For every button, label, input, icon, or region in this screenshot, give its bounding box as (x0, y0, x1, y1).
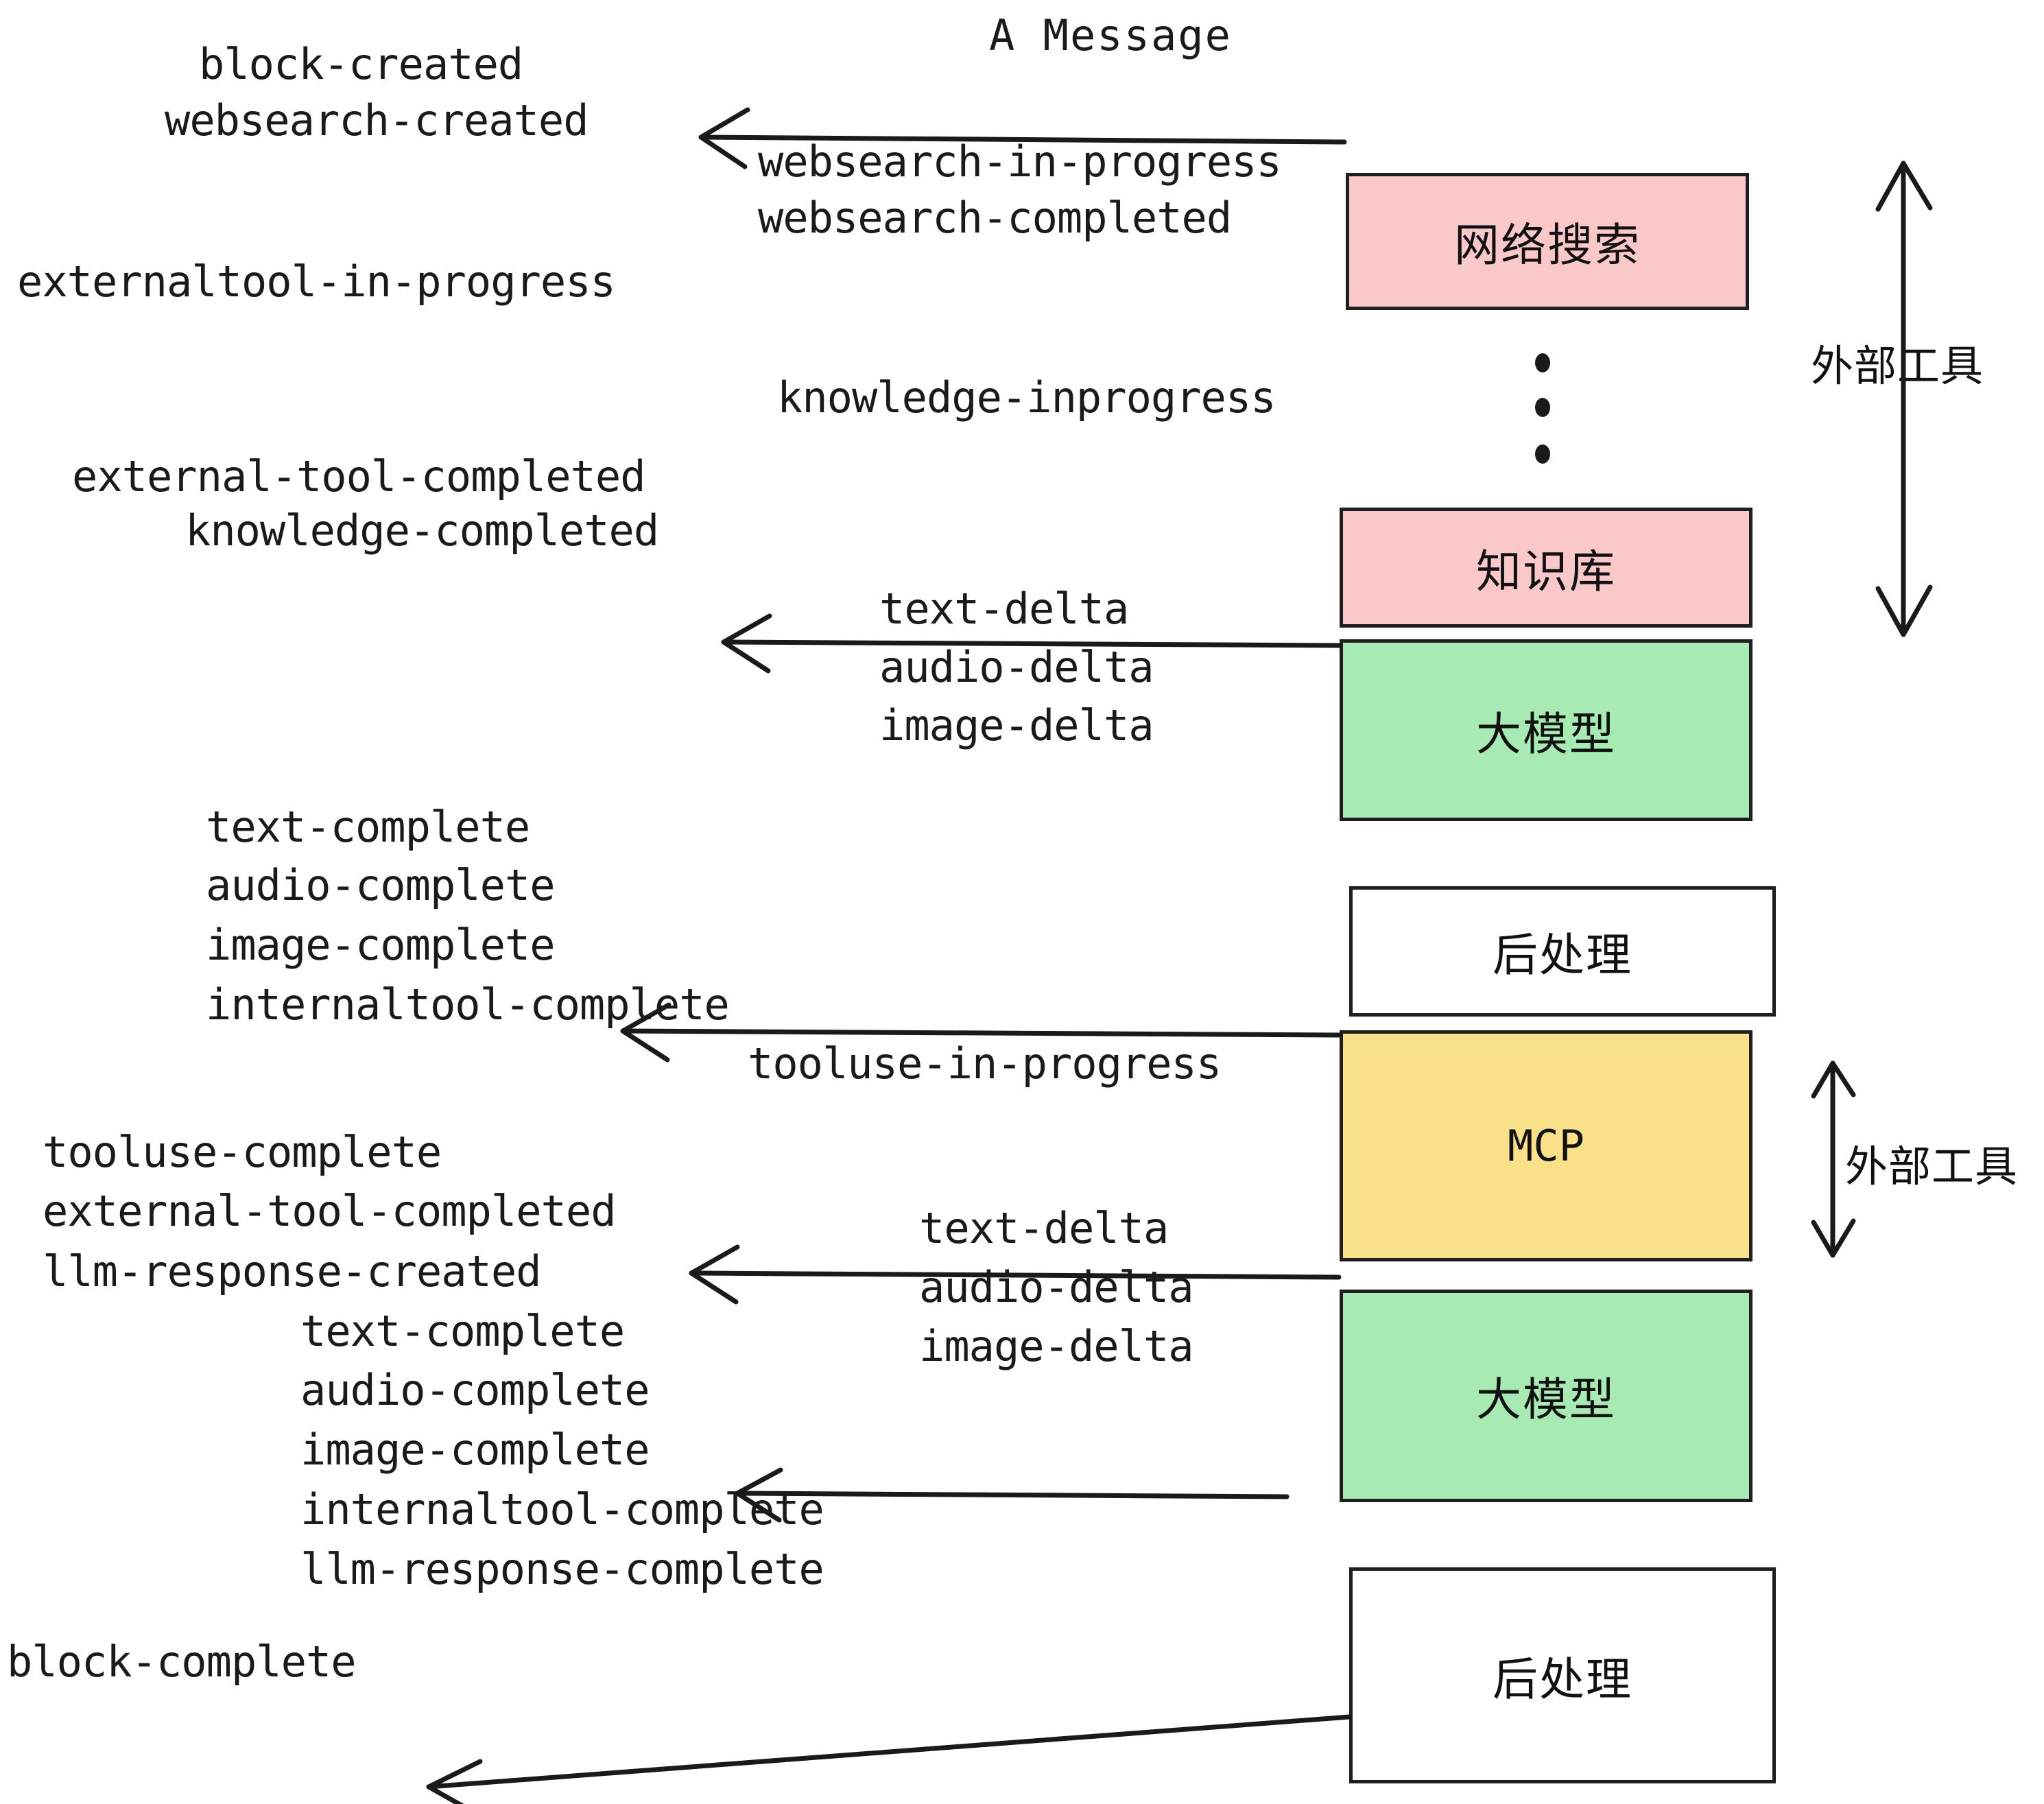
event-label: image-complete (206, 920, 556, 970)
stage-box[interactable]: 网络搜索 (1346, 173, 1749, 310)
event-label: knowledge-completed (185, 506, 659, 556)
ellipsis-dot-icon (1535, 444, 1550, 464)
external-tool-label: 外部工具 (1811, 341, 1984, 391)
event-label: tooluse-in-progress (748, 1039, 1222, 1089)
stage-box[interactable]: 后处理 (1349, 1567, 1776, 1783)
event-label: knowledge-inprogress (777, 372, 1276, 423)
event-label: internaltool-complete (206, 980, 730, 1030)
arrow-block-complete (426, 1714, 1352, 1804)
event-label: websearch-completed (758, 193, 1232, 243)
stage-box[interactable]: 大模型 (1340, 639, 1752, 821)
event-label: external-tool-completed (43, 1186, 617, 1236)
external-tool-range-top (1875, 161, 1933, 637)
event-label: text-complete (300, 1306, 625, 1356)
event-label: audio-complete (206, 860, 556, 910)
event-label: external-tool-completed (72, 451, 646, 501)
ellipsis-dot-icon (1535, 398, 1550, 417)
event-label: audio-delta (879, 642, 1154, 692)
event-label: block-created (199, 39, 523, 89)
event-label: text-delta (879, 584, 1129, 634)
external-tool-label: 外部工具 (1845, 1141, 2019, 1191)
event-label: internaltool-complete (300, 1484, 824, 1534)
event-label: audio-complete (300, 1365, 650, 1415)
event-label: image-complete (300, 1425, 650, 1475)
stage-box[interactable]: 大模型 (1340, 1290, 1752, 1502)
stage-box[interactable]: MCP (1340, 1030, 1752, 1261)
event-label: block-complete (7, 1637, 357, 1687)
event-label: websearch-in-progress (758, 137, 1282, 187)
ellipsis-dot-icon (1535, 353, 1550, 372)
event-label: llm-response-created (43, 1246, 542, 1296)
event-label: image-delta (879, 700, 1154, 750)
event-label: websearch-created (165, 95, 589, 145)
event-label: image-delta (919, 1321, 1194, 1371)
stage-box[interactable]: 知识库 (1340, 508, 1752, 628)
event-label: tooluse-complete (43, 1127, 442, 1177)
event-label: audio-delta (919, 1262, 1194, 1312)
event-label: text-complete (206, 802, 530, 852)
event-label: llm-response-complete (300, 1544, 824, 1594)
event-label: externaltool-in-progress (17, 257, 616, 307)
page-title: A Message (989, 10, 1232, 60)
event-label: text-delta (919, 1203, 1169, 1253)
stage-box[interactable]: 后处理 (1349, 886, 1776, 1017)
